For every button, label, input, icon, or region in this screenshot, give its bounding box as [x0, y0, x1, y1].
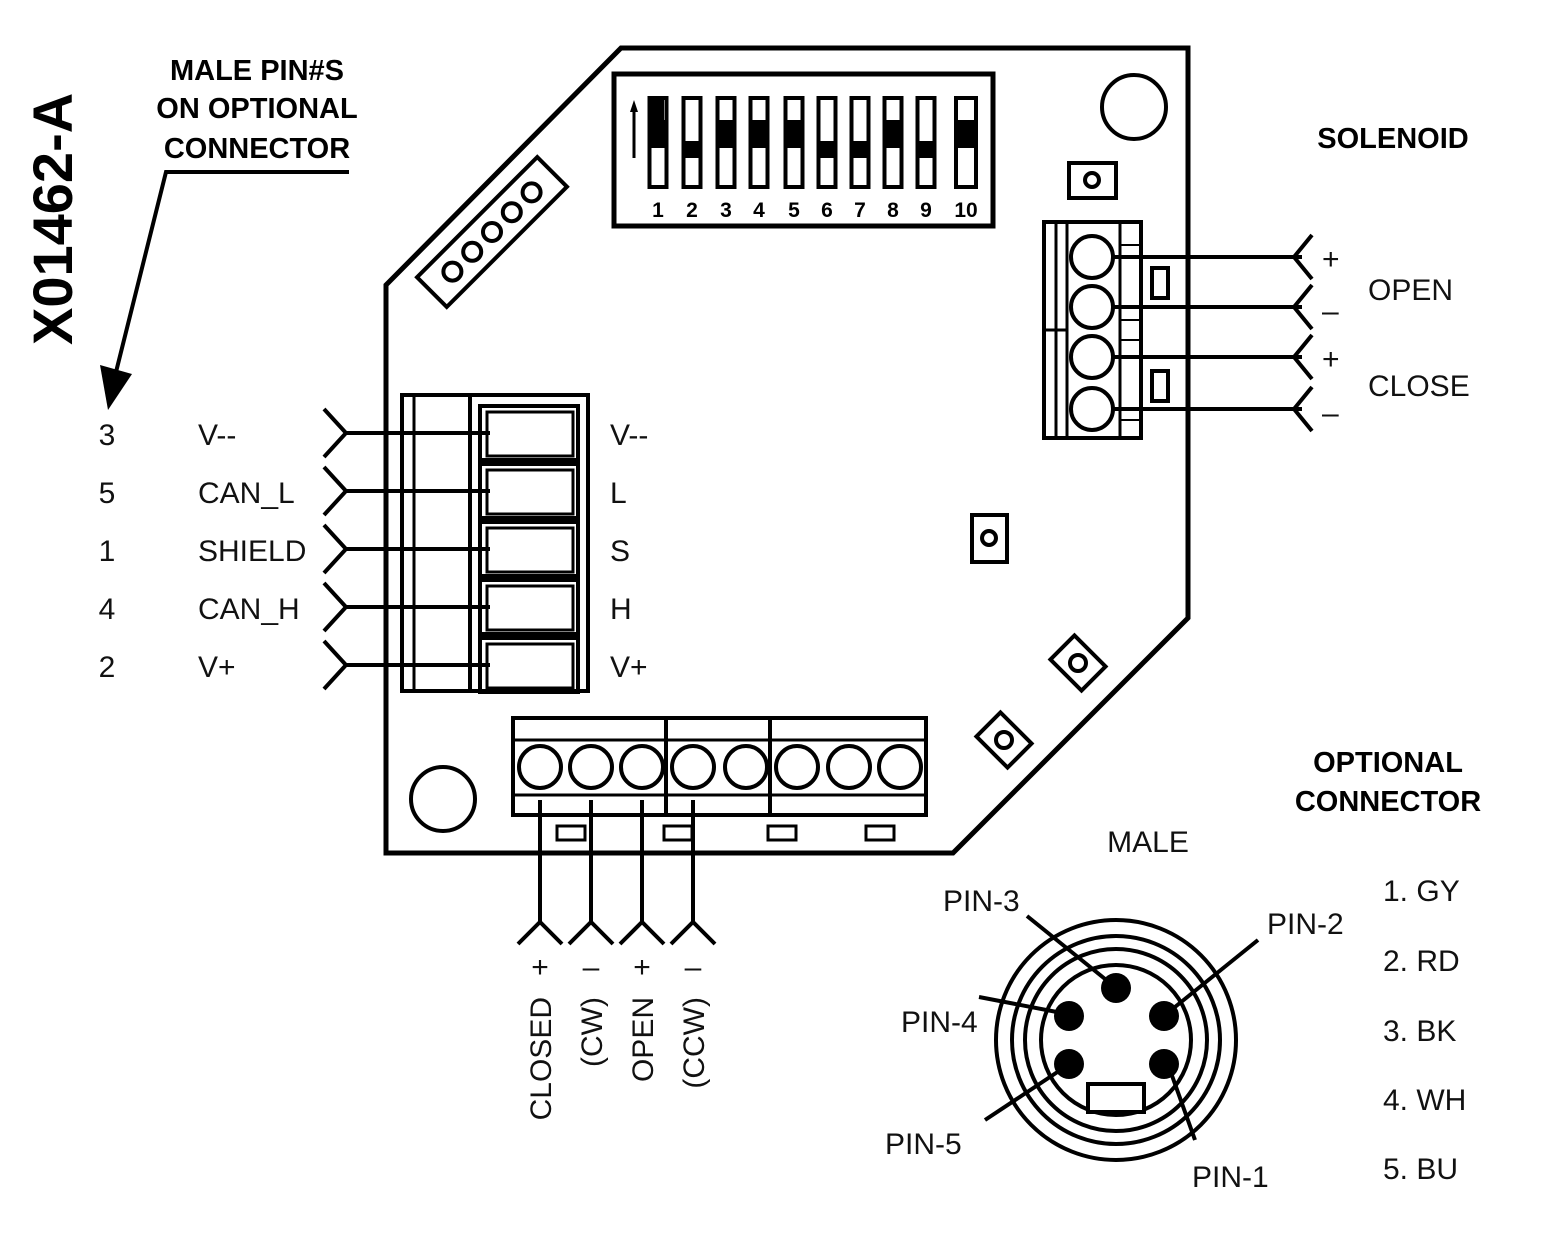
pad-middle: [970, 513, 1009, 564]
wire-color-2: 2. RD: [1383, 945, 1460, 978]
motor-polarity-3: +: [633, 951, 651, 984]
callout-line-3: CONNECTOR: [164, 133, 350, 165]
can-pin-number-4: 4: [99, 593, 116, 626]
wire-color-3: 3. BK: [1383, 1015, 1456, 1048]
solenoid-close-label: CLOSE: [1368, 370, 1470, 403]
mounting-hole-top-right: [1100, 73, 1168, 141]
dip-number-8: 8: [887, 199, 899, 222]
wire-color-5: 5. BU: [1383, 1153, 1458, 1186]
motor-label-1: CLOSED: [525, 997, 558, 1120]
pin-5-contact: [1054, 1049, 1084, 1079]
pin-4-contact: [1054, 1001, 1084, 1031]
callout-line-2: ON OPTIONAL: [156, 93, 357, 125]
can-board-label-1: V--: [610, 419, 648, 452]
can-signal-name-5: V+: [198, 651, 236, 684]
callout-leader-line: [114, 170, 349, 373]
wire-color-1: 1. GY: [1383, 875, 1460, 908]
solenoid-terminal-block: [1042, 220, 1314, 440]
can-pin-number-2: 5: [99, 477, 116, 510]
pad-diagonal-2: [973, 709, 1035, 771]
can-terminal-block: 3 V-- V-- 5 CAN_L L 1 SHIELD S 4 CAN_H H 2 V+ V+: [99, 393, 648, 694]
motor-label-4: (CCW): [678, 997, 711, 1089]
motor-label-2: (CW): [576, 997, 609, 1067]
can-signal-name-2: CAN_L: [198, 477, 295, 510]
can-pin-number-1: 3: [99, 419, 116, 452]
dip-number-4: 4: [753, 199, 765, 222]
pin-1-contact: [1149, 1049, 1179, 1079]
dip-number-7: 7: [854, 199, 866, 222]
optional-connector-title-1: OPTIONAL: [1313, 747, 1463, 779]
connector-key: [1086, 1082, 1146, 1114]
pad-diagonal-1: [1047, 632, 1109, 694]
drawing-id: X01462-A: [21, 93, 84, 345]
motor-polarity-2: –: [583, 951, 600, 984]
motor-polarity-4: –: [685, 951, 702, 984]
can-pin-number-5: 2: [99, 651, 116, 684]
can-signal-name-1: V--: [198, 419, 236, 452]
dip-number-10: 10: [954, 199, 977, 222]
dip-number-6: 6: [821, 199, 833, 222]
callout-line-1: MALE PIN#S: [170, 55, 344, 87]
pin-5-label: PIN-5: [885, 1128, 962, 1161]
pin-3-label: PIN-3: [943, 885, 1020, 918]
wire-color-4: 4. WH: [1383, 1084, 1466, 1117]
solenoid-title: SOLENOID: [1317, 123, 1468, 155]
mounting-hole-bottom-left: [409, 765, 477, 833]
dip-number-5: 5: [788, 199, 800, 222]
optional-connector-title-2: CONNECTOR: [1295, 786, 1481, 818]
pin-2-label: PIN-2: [1267, 908, 1344, 941]
dip-number-3: 3: [720, 199, 732, 222]
wire-color-legend: 1. GY 2. RD 3. BK 4. WH 5. BU: [1383, 875, 1466, 1186]
solenoid-polarity-4: –: [1322, 397, 1339, 430]
motor-polarity-1: +: [531, 951, 549, 984]
pad-top: [1067, 161, 1118, 200]
motor-terminal-block: [511, 716, 928, 946]
solenoid-polarity-2: –: [1322, 295, 1339, 328]
connector-gender: MALE: [1107, 826, 1189, 859]
dip-number-1: 1: [652, 199, 664, 222]
can-signal-name-3: SHIELD: [198, 535, 306, 568]
can-board-label-3: S: [610, 535, 630, 568]
can-board-label-4: H: [610, 593, 632, 626]
circular-connector: [978, 914, 1260, 1162]
solenoid-open-label: OPEN: [1368, 274, 1453, 307]
can-board-label-5: V+: [610, 651, 648, 684]
diagonal-pin-header: [414, 154, 570, 310]
dip-switch-body: [611, 71, 996, 229]
board-outline: [383, 45, 1191, 856]
dip-number-2: 2: [686, 199, 698, 222]
can-board-label-2: L: [610, 477, 627, 510]
can-pin-number-3: 1: [99, 535, 116, 568]
callout: MALE PIN#S ON OPTIONAL CONNECTOR: [100, 55, 358, 410]
pin-1-label: PIN-1: [1192, 1161, 1269, 1194]
can-signal-name-4: CAN_H: [198, 593, 300, 626]
pin-4-label: PIN-4: [901, 1006, 978, 1039]
motor-label-3: OPEN: [627, 997, 660, 1082]
solenoid-polarity-1: +: [1322, 243, 1340, 276]
dip-number-9: 9: [920, 199, 932, 222]
solenoid-polarity-3: +: [1322, 343, 1340, 376]
callout-arrowhead: [100, 365, 132, 410]
